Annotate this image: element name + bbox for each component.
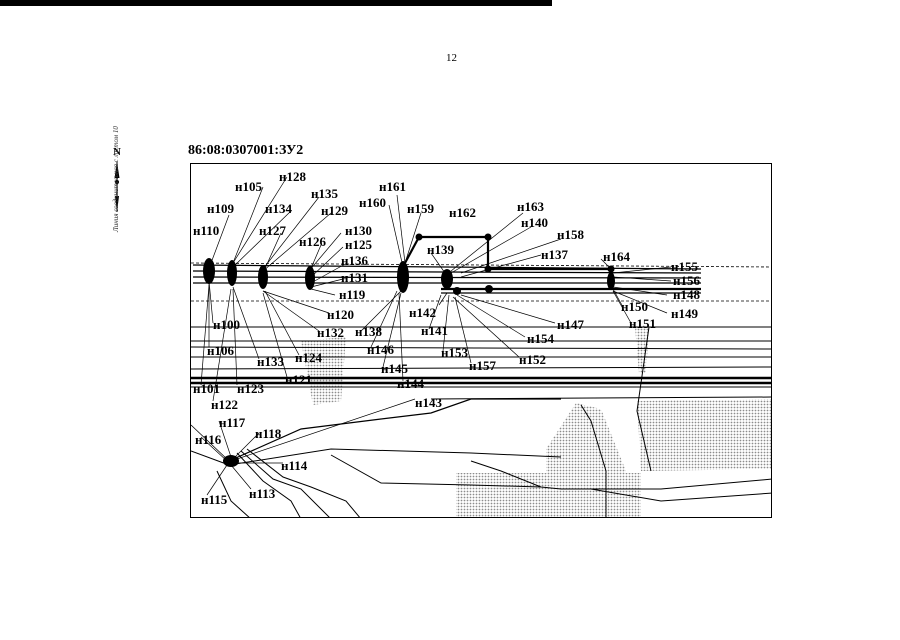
point-label-p123: н123 (237, 381, 264, 396)
point-label-p160: н160 (359, 195, 386, 210)
map-drawing: н128 н105 н135 н161 н109 н134 н129 н160 … (191, 169, 771, 517)
cadastral-map: н128 н105 н135 н161 н109 н134 н129 н160 … (190, 163, 772, 518)
side-caption: Линия соединительная с листом 10 (112, 126, 120, 232)
point-label-p150: н150 (621, 299, 648, 314)
point-label-p155: н155 (671, 259, 698, 274)
point-label-p154: н154 (527, 331, 554, 346)
point-label-p128: н128 (279, 169, 306, 184)
point-label-p161: н161 (379, 179, 406, 194)
page-number: 12 (446, 52, 457, 64)
point-label-p164: н164 (603, 249, 630, 264)
point-label-p105: н105 (235, 179, 262, 194)
point-label-p101: н101 (193, 381, 220, 396)
north-arrow-icon (114, 162, 120, 212)
point-label-p149: н149 (671, 306, 698, 321)
point-label-p127: н127 (259, 223, 286, 238)
point-label-p120: н120 (327, 307, 354, 322)
point-label-p113: н113 (249, 486, 276, 501)
point-label-p134: н134 (265, 201, 292, 216)
point-label-p133: н133 (257, 354, 284, 369)
point-label-p138: н138 (355, 324, 382, 339)
point-label-p125: н125 (345, 237, 372, 252)
point-label-p109: н109 (207, 201, 234, 216)
point-label-p158: н158 (557, 227, 584, 242)
point-label-p145: н145 (381, 361, 408, 376)
point-label-p115: н115 (201, 492, 228, 507)
leader-lines (200, 176, 672, 496)
boundary-points (203, 233, 615, 467)
north-arrow: N (110, 146, 128, 216)
point-label-p140: н140 (521, 215, 548, 230)
road-bend (191, 326, 771, 517)
point-label-p114: н114 (281, 458, 308, 473)
point-label-p126: н126 (299, 234, 326, 249)
point-label-p153: н153 (441, 345, 468, 360)
point-label-p110: н110 (193, 223, 219, 238)
point-label-p148: н148 (673, 287, 700, 302)
point-label-p124: н124 (295, 350, 322, 365)
point-label-p146: н146 (367, 342, 394, 357)
point-label-p100: н100 (213, 317, 240, 332)
point-label-p132: н132 (317, 325, 344, 340)
point-label-p137: н137 (541, 247, 568, 262)
point-label-p159: н159 (407, 201, 434, 216)
north-label: N (113, 146, 121, 158)
point-label-p142: н142 (409, 305, 436, 320)
point-label-p129: н129 (321, 203, 348, 218)
top-rule (0, 0, 552, 6)
point-label-p162: н162 (449, 205, 476, 220)
point-label-p136: н136 (341, 253, 368, 268)
point-label-p141: н141 (421, 323, 448, 338)
point-label-p144: н144 (397, 376, 424, 391)
point-label-p131: н131 (341, 270, 368, 285)
point-label-p121: н121 (285, 372, 312, 387)
point-label-p119: н119 (339, 287, 366, 302)
point-label-p135: н135 (311, 186, 338, 201)
road-lines (191, 262, 771, 400)
point-label-p116: н116 (195, 432, 222, 447)
point-label-p122: н122 (211, 397, 238, 412)
point-label-p139: н139 (427, 242, 454, 257)
hatched-zones (301, 327, 771, 517)
point-label-p163: н163 (517, 199, 544, 214)
point-label-p156: н156 (673, 273, 700, 288)
point-label-p147: н147 (557, 317, 584, 332)
point-label-p106: н106 (207, 343, 234, 358)
point-label-p152: н152 (519, 352, 546, 367)
point-label-p117: н117 (219, 415, 246, 430)
point-label-p130: н130 (345, 223, 372, 238)
point-label-p118: н118 (255, 426, 282, 441)
point-label-p151: н151 (629, 316, 656, 331)
point-labels: н128 н105 н135 н161 н109 н134 н129 н160 … (193, 169, 700, 507)
point-label-p143: н143 (415, 395, 442, 410)
map-title: 86:08:0307001:ЗУ2 (188, 143, 304, 158)
point-label-p157: н157 (469, 358, 496, 373)
